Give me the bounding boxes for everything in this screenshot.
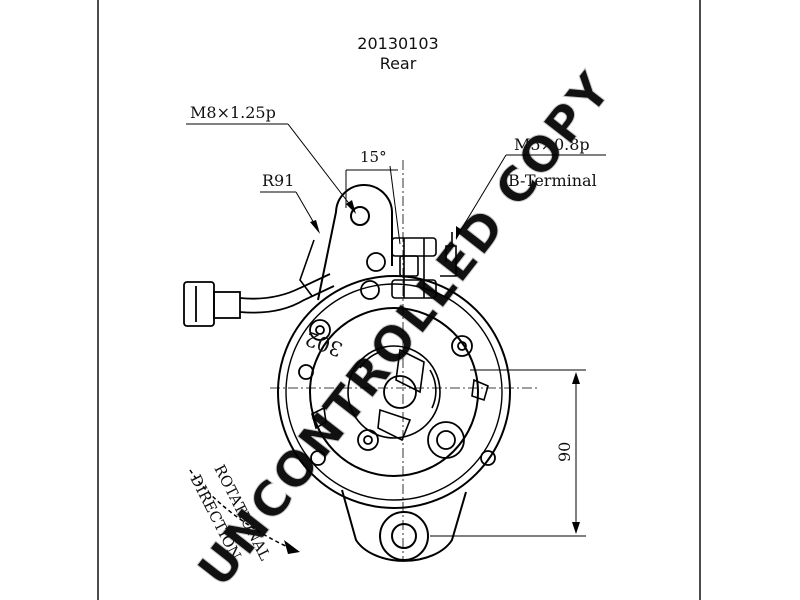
view-label: Rear	[379, 54, 417, 73]
housing-marking: 302	[302, 326, 346, 362]
rotation-arrow	[189, 469, 300, 554]
terminal-name-label: B-Terminal	[508, 171, 597, 190]
dimension-arrows	[310, 200, 580, 534]
cooling-slots	[311, 348, 489, 442]
height-dimension-label: 90	[555, 442, 574, 462]
part-number: 20130103	[357, 34, 439, 53]
terminal-block	[391, 232, 457, 299]
terminal-thread-label: M5×0.8p	[514, 135, 590, 154]
thread-top-label: M8×1.25p	[190, 103, 276, 122]
bolt-heads	[298, 252, 496, 466]
alternator-housing	[277, 184, 511, 562]
radius-label: R91	[262, 171, 294, 190]
angle-label: 15°	[360, 148, 387, 166]
dimension-lines	[186, 123, 606, 537]
connector-plug	[183, 273, 335, 327]
center-lines	[270, 160, 540, 560]
